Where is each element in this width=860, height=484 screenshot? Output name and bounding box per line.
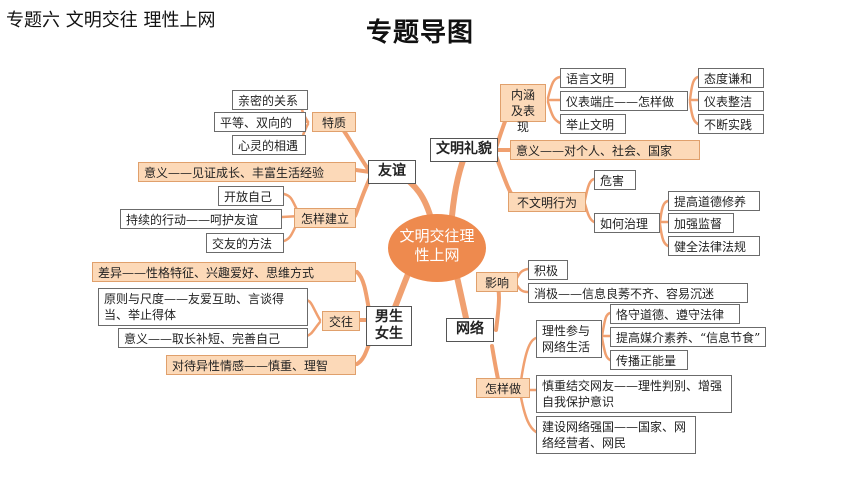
node-buwenming: 不文明行为 bbox=[508, 192, 586, 212]
subject-header: 专题六 文明交往 理性上网 bbox=[6, 10, 216, 31]
node-yiyi-wenming: 意义——对个人、社会、国家 bbox=[510, 140, 700, 160]
node-zhengjie: 仪表整洁 bbox=[698, 91, 764, 111]
node-zenyang-zuo: 怎样做 bbox=[476, 378, 530, 398]
node-xiaoji: 消极——信息良莠不齐、容易沉迷 bbox=[528, 283, 748, 303]
node-xinling: 心灵的相遇 bbox=[232, 135, 306, 155]
node-jiaowang: 交往 bbox=[322, 311, 360, 331]
node-youyi: 友谊 bbox=[368, 160, 416, 184]
map-title: 专题导图 bbox=[366, 18, 475, 48]
node-qiangguo: 建设网络强国——国家、网络经营者、网民 bbox=[536, 416, 696, 454]
node-fagui: 健全法律法规 bbox=[668, 236, 760, 256]
node-yiyi-jiaowang: 意义——取长补短、完善自己 bbox=[118, 328, 308, 348]
node-zunshou: 恪守道德、遵守法律 bbox=[610, 304, 740, 324]
node-pingdeng: 平等、双向的 bbox=[214, 112, 306, 132]
center-node: 文明交往理性上网 bbox=[388, 214, 486, 282]
node-taidu: 态度谦和 bbox=[698, 68, 764, 88]
node-yuanze: 原则与尺度——友爱互助、言谈得当、举止得体 bbox=[98, 288, 308, 326]
node-shenzhong: 慎重结交网友——理性判别、增强自我保护意识 bbox=[536, 375, 732, 413]
node-chixu: 持续的行动——呵护友谊 bbox=[120, 209, 282, 229]
node-shijian: 不断实践 bbox=[698, 114, 764, 134]
node-wangluo: 网络 bbox=[446, 318, 494, 342]
node-jiaoyou: 交友的方法 bbox=[206, 233, 284, 253]
node-kaifang: 开放自己 bbox=[218, 186, 284, 206]
node-neihan: 内涵及表现 bbox=[500, 84, 546, 134]
node-wenming: 文明礼貌 bbox=[430, 138, 498, 162]
node-yingxiang: 影响 bbox=[476, 272, 518, 292]
node-yuyan: 语言文明 bbox=[560, 68, 626, 88]
node-juzhi: 举止文明 bbox=[560, 114, 626, 134]
node-yixing: 对待异性情感——慎重、理智 bbox=[166, 355, 356, 375]
node-yibiao: 仪表端庄——怎样做 bbox=[560, 91, 688, 111]
node-weihai: 危害 bbox=[594, 170, 636, 190]
node-nannv: 男生女生 bbox=[366, 306, 412, 346]
node-jiandu: 加强监督 bbox=[668, 213, 734, 233]
node-jiji: 积极 bbox=[528, 260, 568, 280]
node-zenyang-jianli: 怎样建立 bbox=[294, 208, 356, 228]
node-zhengnengliang: 传播正能量 bbox=[610, 350, 688, 370]
node-lixing-canyu: 理性参与网络生活 bbox=[536, 320, 602, 358]
node-qinmi: 亲密的关系 bbox=[232, 90, 308, 110]
node-tezhi: 特质 bbox=[312, 112, 356, 132]
node-daode: 提高道德修养 bbox=[668, 191, 760, 211]
node-chayi: 差异——性格特征、兴趣爱好、思维方式 bbox=[92, 262, 356, 282]
node-meijie: 提高媒介素养、“信息节食” bbox=[610, 327, 766, 347]
node-yiyi-youyi: 意义——见证成长、丰富生活经验 bbox=[138, 162, 356, 182]
node-ruhe: 如何治理 bbox=[594, 213, 660, 233]
